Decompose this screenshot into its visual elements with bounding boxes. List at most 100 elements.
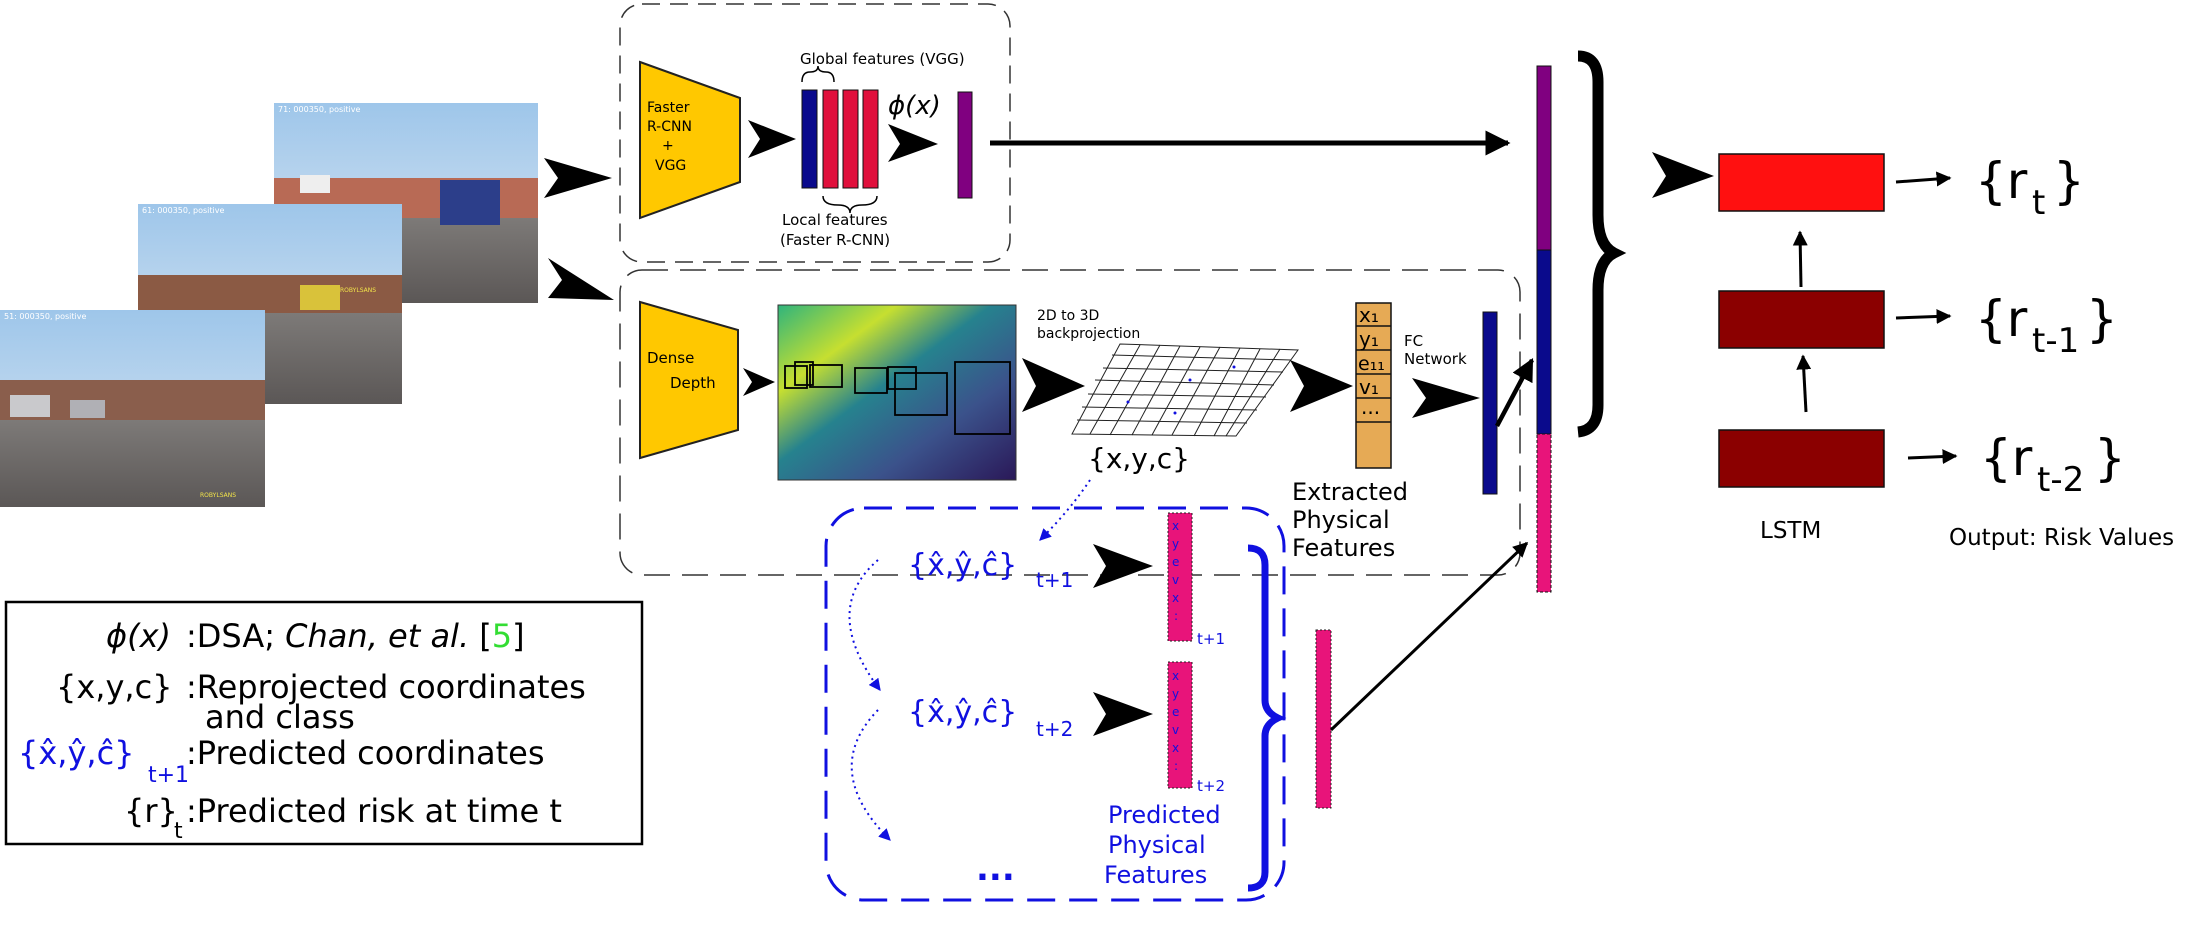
map-to-grid-arrow [1022,358,1085,412]
encoder-label-3: + [662,138,674,154]
feature-cell-x: x₁ [1359,303,1379,327]
depth-map [777,304,1017,481]
coords-to-prediction-arrow [1039,479,1091,541]
pred-coords-t2-sub: t+2 [1036,717,1073,741]
legend-box [4,600,644,846]
global-features-brace [801,65,835,83]
feature-vector [1355,302,1392,469]
frame-1-sign: ROBYLSANS [200,492,236,499]
pred-aggregated-bar [1315,629,1332,809]
encoder-to-features-arrow [748,120,796,158]
pred-to-concat-line [1329,541,1529,732]
t1-to-t2-arrow [848,559,881,691]
t1-to-features-arrow [1093,544,1153,588]
legend-phi-text: :DSA; Chan, et al. [5] [186,617,525,655]
svg-text:v: v [1172,573,1179,587]
fc-output-bar [1482,311,1498,495]
local-feature-bar-1 [822,89,839,189]
frame-2-label: 61: 000350, positive [142,206,225,215]
encoder-label-4: VGG [655,158,686,174]
t2-to-next-arrow [850,709,891,841]
pred-feature-vector-t1: x y e v x : [1167,512,1193,642]
lstm-cell-t-1 [1718,290,1885,349]
prediction-dots: ... [976,849,1015,889]
legend-phi-key: ϕ(x) [106,617,171,655]
svg-text:x: x [1172,519,1179,533]
concat-brace [1577,50,1627,438]
middle-branch-box [619,269,1521,576]
pred-coords-t2: {x̂,ŷ,ĉ} [908,695,1017,730]
grid-point [1188,378,1192,382]
output-r-t: {r t } [1975,152,2085,223]
output-r-t-1: {r t-1 } [1975,290,2118,361]
lstm-t-output-arrow [1895,171,1952,187]
svg-text:x: x [1172,591,1179,605]
local-features-label-1: Local features [782,211,888,229]
output-r-t-close: } [2053,152,2085,210]
svg-text:x: x [1172,669,1179,683]
svg-text::: : [1174,759,1178,773]
features-to-phi-arrow [888,124,938,162]
frame-3-label: 71: 000350, positive [278,105,361,114]
svg-text:e: e [1172,705,1179,719]
feature-cell-v: v₁ [1359,375,1379,399]
fc-to-concat-line [1495,358,1534,428]
local-features-label-2: (Faster R-CNN) [780,231,890,249]
frames-to-top-arrow [544,158,612,198]
legend-coords-text: :Reprojected coordinates [186,668,586,706]
feature-cell-e: e₁₁ [1358,353,1385,375]
frame-1-label: 51: 000350, positive [4,312,87,321]
pred-coords-t1: {x̂,ŷ,ĉ} [908,548,1017,583]
local-features-brace [822,195,878,214]
grid-to-features-arrow [1290,360,1353,412]
pred-label-3: Features [1104,861,1207,889]
local-feature-bar-2 [842,89,859,189]
svg-text:e: e [1172,555,1179,569]
output-r-t-sub: t [2032,183,2045,223]
prediction-brace [1247,544,1287,892]
global-feature-bar [801,89,818,189]
legend-coords-text-2: and class [205,698,355,736]
lstm-cell-t-2 [1718,429,1885,488]
concat-to-lstm-arrow [1652,152,1714,198]
concat-fc-segment [1536,249,1552,435]
pred-feature-vector-t2: x y e v x : [1167,661,1193,789]
pred-vector-t2-sub: t+2 [1197,777,1225,795]
3d-grid [1071,343,1299,437]
feature-cell-dots: ... [1361,395,1380,419]
lstm-t1-to-t-arrow [1792,230,1808,288]
backprojection-label-2: backprojection [1037,326,1140,342]
output-r-t-2: {r t-2 } [1980,429,2126,500]
grid-point [1173,411,1177,415]
output-caption: Output: Risk Values [1949,525,2174,551]
t2-to-features-arrow [1093,692,1153,736]
depth-label-1: Dense [647,349,694,367]
frames-to-middle-arrow [548,258,614,300]
output-r-t-base: {r [1975,152,2028,210]
extracted-label-1: Extracted [1292,478,1408,506]
lstm-t2-to-t1-arrow [1796,354,1812,413]
lstm-label: LSTM [1760,518,1821,544]
rcnn-vgg-encoder [639,60,741,220]
legend-risk-key-sub: t [174,819,183,844]
prediction-box [824,506,1286,902]
top-branch-box [619,3,1011,263]
depth-label-2: Depth [670,374,716,392]
legend-risk-key: {r} [124,792,178,830]
svg-text:v: v [1172,723,1179,737]
legend-pred-key-sub: t+1 [148,763,189,788]
local-feature-bar-3 [862,89,879,189]
output-r-t1-close: } [2086,290,2118,348]
phi-feature-bar [957,91,973,199]
svg-text:y: y [1172,537,1179,551]
grid-point [1126,400,1130,404]
pred-label-1: Predicted [1108,801,1221,829]
legend-pred-key: {x̂,ŷ,ĉ} [18,734,135,772]
fc-network-label-2: Network [1404,350,1467,368]
legend-pred-text: :Predicted coordinates [186,734,545,772]
pred-vector-t1-sub: t+1 [1197,630,1225,648]
pred-coords-t1-sub: t+1 [1036,568,1073,592]
coords-label: {x,y,c} [1088,442,1190,475]
output-r-t2-base: {r [1980,429,2033,487]
